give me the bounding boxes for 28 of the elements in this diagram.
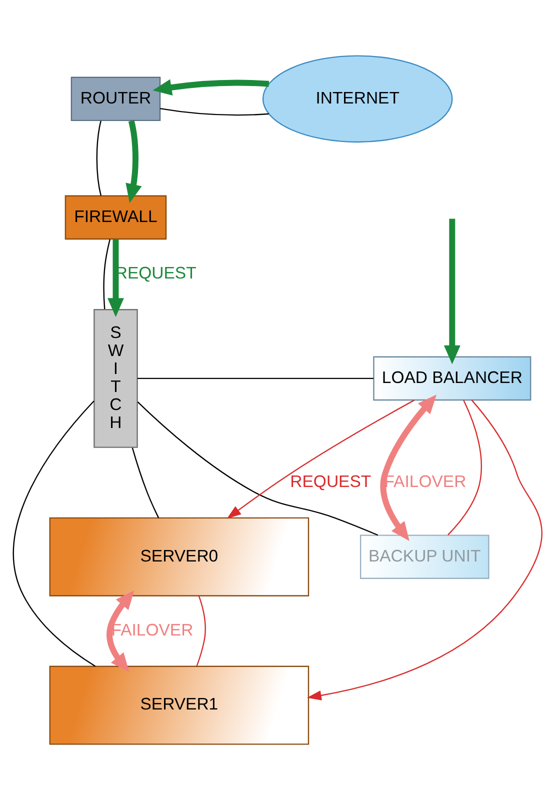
- connector: [160, 108, 269, 116]
- connector: [132, 448, 160, 518]
- edge-label: FAILOVER: [384, 472, 466, 492]
- arrow: [126, 120, 142, 203]
- connector: [13, 400, 96, 667]
- arrow: [444, 218, 460, 364]
- edge-label: REQUEST: [290, 472, 372, 492]
- arrow: [108, 239, 124, 317]
- connector: [137, 402, 378, 536]
- arrow: [306, 400, 542, 700]
- node-box: ROUTER: [70, 76, 161, 122]
- node-box: FIREWALL: [64, 195, 167, 240]
- connector: [196, 596, 206, 666]
- edge-label: FAILOVER: [111, 620, 194, 640]
- arrow: [152, 79, 270, 96]
- node-box: LOAD BALANCER: [373, 356, 532, 401]
- connector: [137, 378, 374, 380]
- arrow: [106, 590, 134, 672]
- arrow: [226, 400, 415, 519]
- node-box: S W I T C H: [94, 309, 138, 448]
- node-ellipse: INTERNET: [262, 55, 453, 143]
- connector: [448, 400, 482, 536]
- node-box: SERVER0: [49, 517, 310, 596]
- connector: [103, 239, 110, 310]
- node-box: BACKUP UNIT: [360, 534, 490, 579]
- connector: [96, 120, 102, 196]
- arrow: [380, 394, 437, 541]
- node-box: SERVER1: [49, 666, 310, 745]
